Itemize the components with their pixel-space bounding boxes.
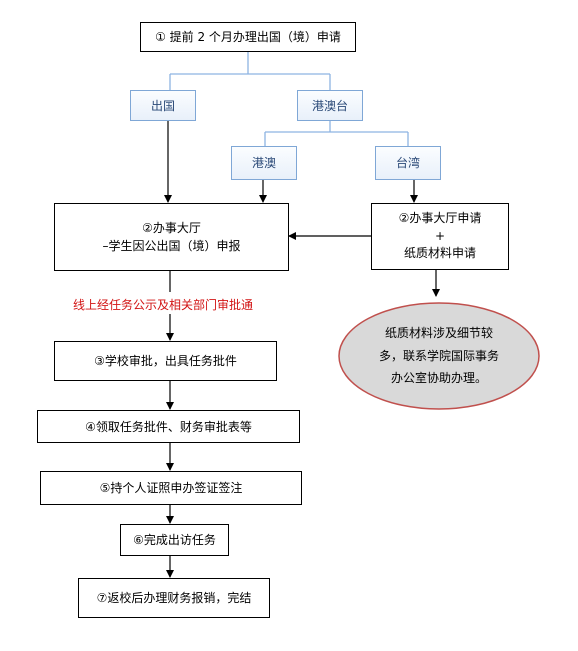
taiwan-label: 台湾 xyxy=(395,156,420,170)
step1-label: ① 提前 2 个月办理出国（境）申请 xyxy=(155,30,341,44)
step2-left-line1: ②办事大厅 xyxy=(142,221,201,235)
step5-visa-box: ⑤持个人证照申办签证签注 xyxy=(40,471,302,505)
step6-label: ⑥完成出访任务 xyxy=(133,533,216,547)
hk-macau-label: 港澳 xyxy=(251,156,276,170)
paper-note-text: 纸质材料涉及细节较多，联系学院国际事务办公室协助办理。 xyxy=(378,325,499,386)
step1-apply-box: ① 提前 2 个月办理出国（境）申请 xyxy=(140,22,356,52)
step3-label: ③学校审批，出具任务批件 xyxy=(94,354,237,368)
step2-right-line1: ②办事大厅申请 xyxy=(398,211,482,226)
online-approval-note: 线上经任务公示及相关部门审批通 xyxy=(73,298,254,312)
step2-right-line2: 纸质材料申请 xyxy=(403,246,476,261)
step2-right-plus: + xyxy=(434,228,446,243)
step3-school-approval-box: ③学校审批，出具任务批件 xyxy=(54,341,277,381)
branch-connector-top xyxy=(169,52,331,90)
step5-label: ⑤持个人证照申办签证签注 xyxy=(99,481,243,495)
abroad-label: 出国 xyxy=(150,98,175,113)
flow-arrows xyxy=(164,121,440,578)
step4-collect-documents-box: ④领取任务批件、财务审批表等 xyxy=(37,410,300,443)
taiwan-branch-box: 台湾 xyxy=(375,146,441,180)
step6-complete-visit-box: ⑥完成出访任务 xyxy=(120,524,229,556)
hk-macau-branch-box: 港澳 xyxy=(231,146,297,180)
hmt-label: 港澳台 xyxy=(311,98,348,113)
step2-online-hall-box: ②办事大厅 –学生因公出国（境）申报 xyxy=(54,203,289,271)
step4-label: ④领取任务批件、财务审批表等 xyxy=(85,419,252,434)
paper-note-ellipse xyxy=(338,302,540,410)
step7-reimbursement-box: ⑦返校后办理财务报销，完结 xyxy=(78,578,270,618)
hmt-branch-box: 港澳台 xyxy=(297,90,363,121)
branch-connector-hmt xyxy=(264,121,409,146)
abroad-branch-box: 出国 xyxy=(130,90,196,121)
step7-label: ⑦返校后办理财务报销，完结 xyxy=(96,591,252,605)
step2-paper-application-box: ②办事大厅申请 + 纸质材料申请 xyxy=(371,203,509,270)
step2-left-line2: –学生因公出国（境）申报 xyxy=(102,239,241,253)
